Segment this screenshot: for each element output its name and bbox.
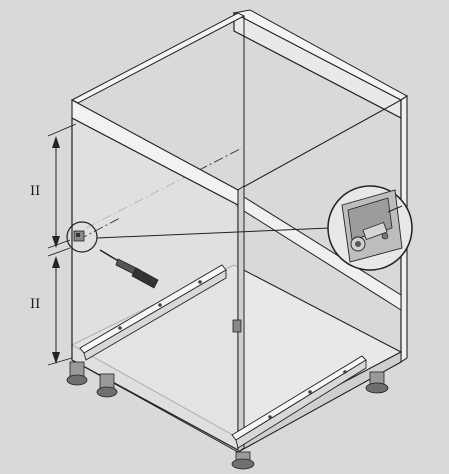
screwdriver-icon (99, 249, 159, 289)
dimension-upper: II (30, 123, 77, 249)
top-back-rail (232, 9, 408, 119)
top-front-rail (70, 12, 246, 121)
drawer-runner-icon-right (231, 355, 367, 449)
callout-line (96, 227, 331, 239)
connector-marker (66, 221, 98, 253)
hinge-bracket (232, 319, 242, 333)
alignment-line-front (77, 217, 121, 241)
alignment-line-back (85, 147, 243, 229)
dimension-upper-label: II (30, 184, 40, 199)
dimension-lower: II (30, 247, 73, 366)
dimension-lower-label: II (30, 297, 40, 312)
drawer-runner-icon (79, 264, 227, 361)
adjustable-leg-icon (66, 361, 389, 470)
cabinet-connector-icon (327, 185, 413, 271)
